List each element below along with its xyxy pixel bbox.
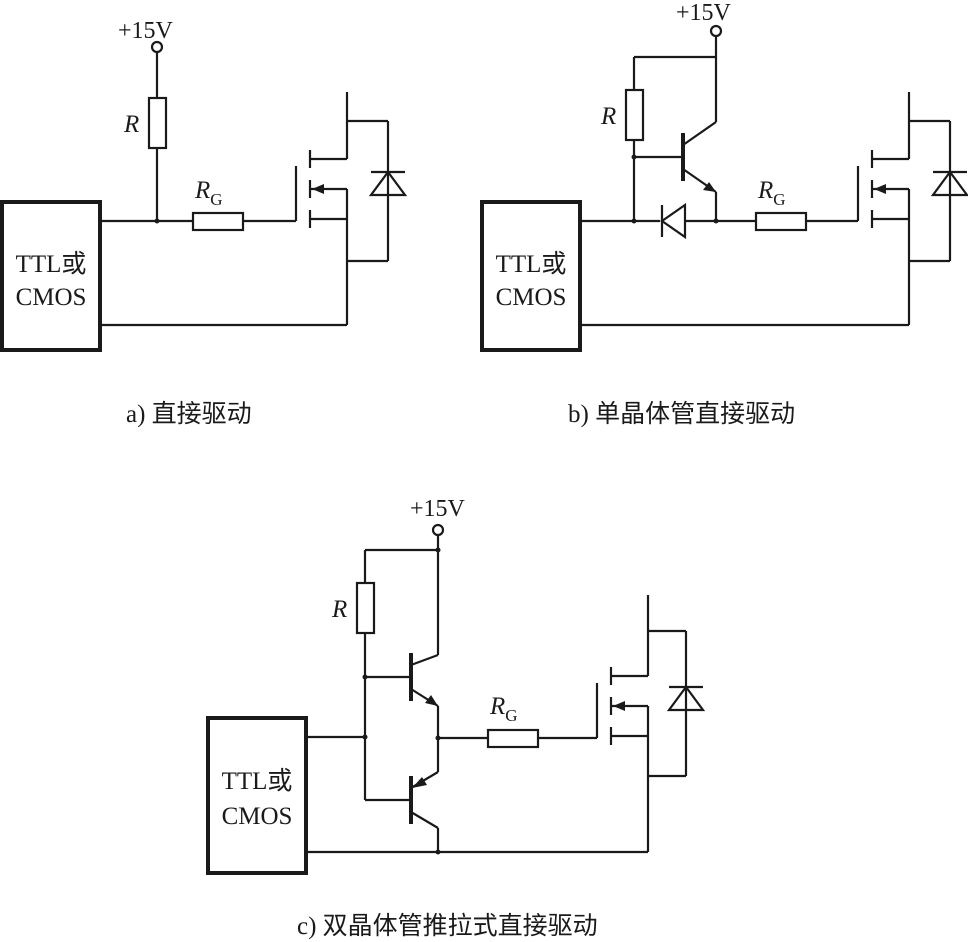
driver-label-line1-b: TTL或 bbox=[496, 250, 567, 278]
supply-terminal-b bbox=[709, 24, 723, 38]
driver-label-line1-a: TTL或 bbox=[16, 250, 87, 278]
resistor-r-a bbox=[147, 96, 168, 150]
driver-label-line2-a: CMOS bbox=[16, 284, 87, 311]
supply-label-b: +15V bbox=[676, 0, 732, 26]
power-transistor-c bbox=[595, 595, 706, 852]
npn-transistor-b bbox=[634, 57, 718, 221]
supply-label-c: +15V bbox=[410, 496, 466, 522]
resistor-rg-c bbox=[486, 728, 540, 749]
resistor-r-c bbox=[355, 581, 376, 635]
driver-label-line2-b: CMOS bbox=[496, 284, 567, 311]
supply-label-a: +15V bbox=[118, 18, 174, 44]
supply-terminal-c bbox=[431, 523, 445, 537]
resistor-r-label-b: R bbox=[600, 103, 616, 130]
diode-b bbox=[660, 202, 687, 240]
resistor-r-label-c: R bbox=[331, 596, 347, 623]
resistor-rg-b bbox=[754, 211, 808, 232]
caption-a: a) 直接驱动 bbox=[126, 400, 252, 428]
circuit-a: +15V R TTL或 CMOS RG bbox=[0, 18, 408, 428]
resistor-rg-label-c: RG bbox=[489, 693, 518, 725]
ttl-cmos-block-c bbox=[206, 716, 308, 875]
resistor-r-b bbox=[624, 88, 645, 142]
caption-b: b) 单晶体管直接驱动 bbox=[568, 400, 795, 428]
driver-label-line1-c: TTL或 bbox=[222, 767, 293, 795]
circuit-b: +15V R TTL或 CMOS RG bbox=[480, 0, 968, 428]
npn-transistor-c bbox=[365, 653, 440, 772]
driver-label-line2-c: CMOS bbox=[222, 803, 293, 830]
circuit-c: +15V R TTL或 CMOS bbox=[206, 496, 706, 940]
ttl-cmos-block-a bbox=[0, 200, 102, 352]
power-transistor-a bbox=[294, 92, 408, 325]
resistor-rg-a bbox=[191, 211, 245, 232]
power-transistor-b bbox=[856, 92, 968, 325]
resistor-rg-label-b: RG bbox=[757, 177, 786, 209]
ttl-cmos-block-b bbox=[480, 200, 582, 352]
caption-c: c) 双晶体管推拉式直接驱动 bbox=[297, 912, 598, 940]
resistor-r-label-a: R bbox=[123, 111, 139, 138]
pnp-transistor-c bbox=[365, 771, 440, 852]
resistor-rg-label-a: RG bbox=[194, 177, 223, 209]
